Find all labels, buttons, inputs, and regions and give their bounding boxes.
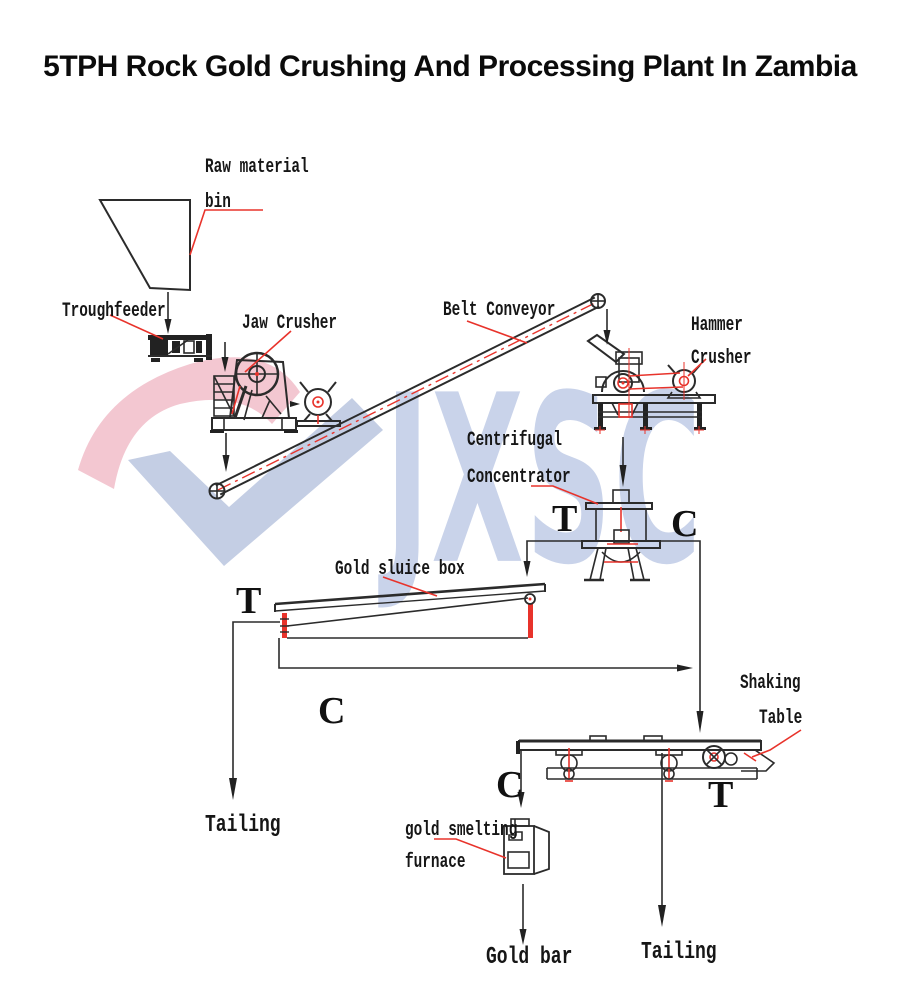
label-gold-sluice-box: Gold sluice box (335, 558, 465, 581)
belt-conveyor-drawing (208, 293, 606, 500)
stream-letter-table-t: T (708, 774, 734, 816)
leader-lines (109, 209, 802, 859)
gold-sluice-box-drawing (274, 582, 546, 639)
label-tailing-right: Tailing (641, 939, 717, 966)
label-gold-bar: Gold bar (486, 944, 573, 971)
raw-material-bin-drawing (98, 199, 191, 292)
label-shaking-table-line2: Table (759, 707, 803, 730)
label-raw-material-bin: Raw material bin (205, 156, 309, 214)
page-title: 5TPH Rock Gold Crushing And Processing P… (43, 50, 857, 83)
label-gold-smelting-furnace: gold smelting furnace (405, 819, 518, 874)
label-belt-conveyor: Belt Conveyor (443, 299, 556, 322)
label-tailing-left: Tailing (205, 812, 281, 839)
centrifugal-concentrator-drawing (581, 489, 661, 582)
label-shaking-table-line1: Shaking (740, 672, 801, 695)
label-jaw-crusher: Jaw Crusher (242, 312, 338, 335)
troughfeeder-drawing (148, 334, 212, 362)
flow-arrows (164, 292, 704, 945)
label-hammer-crusher: Hammer Crusher (691, 314, 752, 370)
label-centrifugal-concentrator: Centrifugal Concentrator (467, 429, 571, 489)
jxsc-watermark-text: JXSC (385, 347, 704, 617)
gold-smelting-furnace-drawing (503, 818, 550, 875)
stream-letter-sluice-t: T (236, 580, 262, 622)
shaking-table-drawing (516, 735, 776, 782)
watermark-shapes (78, 357, 383, 566)
stream-letter-concentrator-c: C (671, 503, 699, 545)
stream-letter-table-c: C (496, 764, 524, 806)
stream-letter-sluice-c: C (318, 690, 346, 732)
label-troughfeeder: Troughfeeder (62, 300, 166, 323)
stream-letter-concentrator-t: T (552, 498, 578, 540)
